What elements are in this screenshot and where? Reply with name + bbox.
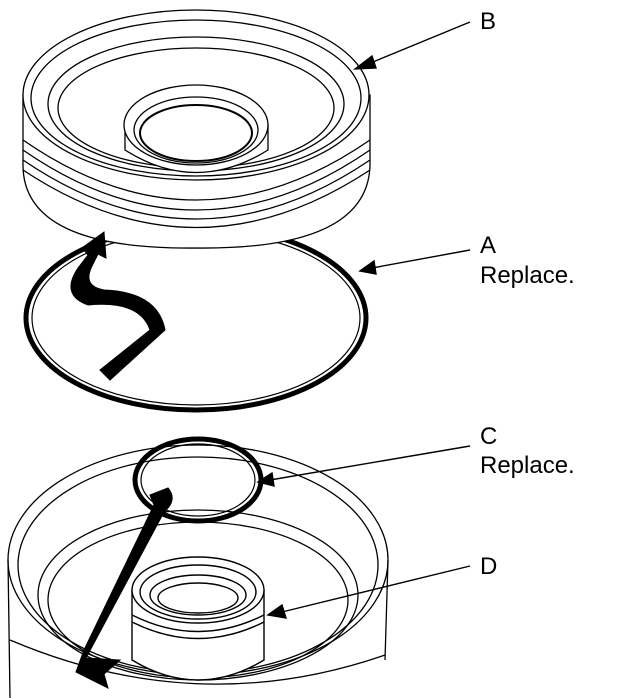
callout-b-letter: B: [480, 8, 496, 35]
leader-lines: [256, 21, 471, 619]
callout-c-note: Replace.: [480, 452, 575, 479]
callout-a-letter: A: [480, 232, 496, 259]
part-a-large-o-ring: [23, 223, 369, 413]
install-arrow-a: [70, 231, 166, 381]
callout-d-letter: D: [480, 553, 497, 580]
callout-a-note: Replace.: [480, 262, 575, 289]
install-arrow-c: [75, 487, 173, 689]
part-d-center-hub: [131, 556, 265, 681]
part-b-piston: [22, 9, 371, 249]
callout-c-letter: C: [480, 423, 497, 450]
